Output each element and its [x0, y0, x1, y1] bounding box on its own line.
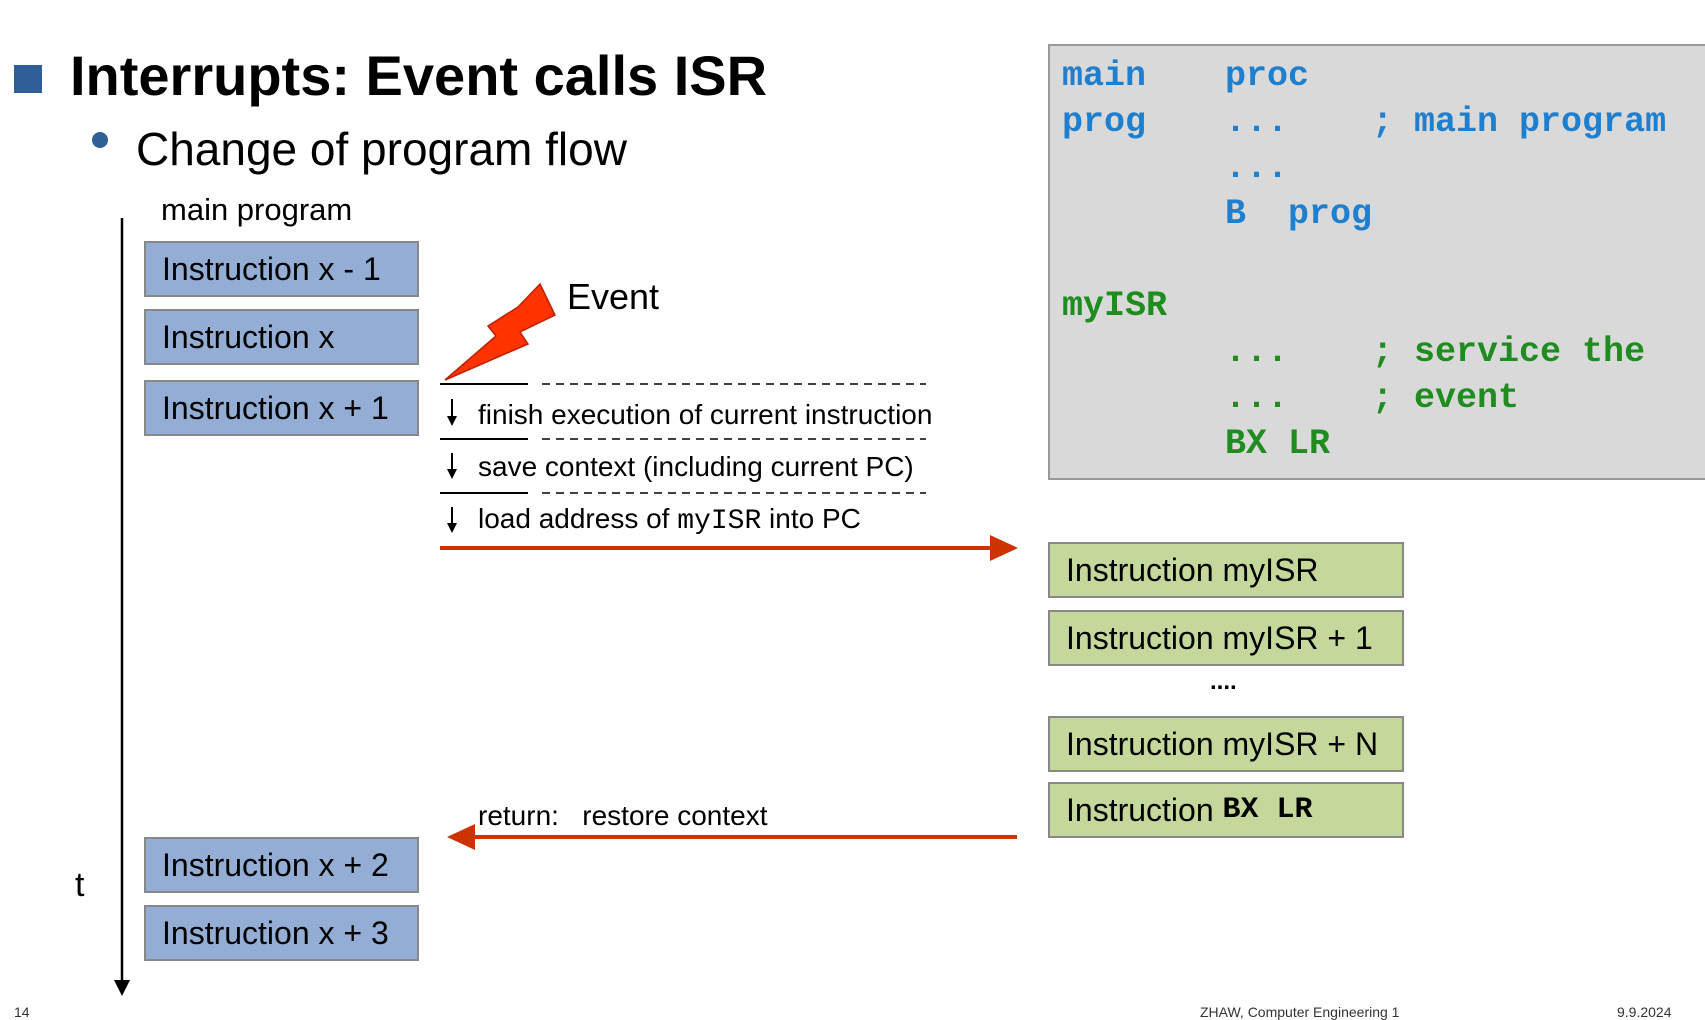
- isr-instruction-box: Instruction BX LR: [1048, 782, 1404, 838]
- footer-center-text: ZHAW, Computer Engineering 1: [1200, 1004, 1400, 1020]
- isr-instruction-label: Instruction myISR: [1066, 551, 1319, 588]
- code-isr-line2: ... ; event: [1225, 378, 1520, 418]
- code-prog-line: ... ; main program: [1225, 102, 1667, 142]
- time-label: t: [75, 866, 85, 904]
- return-arrowhead: [447, 824, 475, 850]
- step-down-arrow-3: [447, 507, 457, 533]
- step-save-context: save context (including current PC): [478, 451, 914, 482]
- code-isr-line1: ... ; service the: [1225, 332, 1646, 372]
- code-prog-label: prog: [1062, 102, 1147, 142]
- footer-page-number: 14: [14, 1004, 30, 1020]
- main-instruction-box: Instruction x + 1: [144, 380, 419, 436]
- isr-instruction-label: Instruction myISR + N: [1066, 725, 1379, 762]
- code-dots: ...: [1225, 148, 1289, 188]
- subtitle-bullet-dot: [92, 132, 108, 148]
- main-instruction-box: Instruction x - 1: [144, 241, 419, 297]
- main-instruction-box: Instruction x + 2: [144, 837, 419, 893]
- isr-instruction-label: Instruction: [1066, 791, 1214, 828]
- isr-ellipsis: ....: [1210, 668, 1237, 695]
- step-down-arrow-2: [447, 453, 457, 479]
- code-main-op: proc: [1225, 56, 1310, 96]
- footer-date: 9.9.2024: [1617, 1004, 1672, 1020]
- step-load-prefix: load address of: [478, 503, 670, 534]
- code-branch: B prog: [1225, 194, 1373, 234]
- isr-instruction-code: BX LR: [1222, 793, 1313, 827]
- step-finish-execution: finish execution of current instruction: [478, 399, 933, 430]
- main-instruction-label: Instruction x: [162, 318, 335, 355]
- main-instruction-label: Instruction x + 3: [162, 914, 389, 951]
- isr-instruction-box: Instruction myISR + N: [1048, 716, 1404, 772]
- event-label: Event: [567, 276, 660, 317]
- step-load-code: myISR: [677, 506, 762, 537]
- subtitle: Change of program flow: [136, 123, 627, 175]
- main-instruction-box: Instruction x + 3: [144, 905, 419, 961]
- main-instruction-box: Instruction x: [144, 309, 419, 365]
- main-instruction-label: Instruction x + 1: [162, 389, 389, 426]
- call-arrowhead: [990, 535, 1018, 561]
- event-lightning-bolt: [444, 282, 557, 381]
- isr-instruction-label: Instruction myISR + 1: [1066, 619, 1373, 656]
- return-text: restore context: [582, 800, 768, 831]
- page-title: Interrupts: Event calls ISR: [70, 44, 768, 107]
- step-load-suffix: into PC: [769, 503, 861, 534]
- step-down-arrow-1: [447, 399, 457, 426]
- main-program-label: main program: [161, 192, 353, 227]
- code-isr-return: BX LR: [1225, 424, 1331, 464]
- main-instruction-label: Instruction x - 1: [162, 250, 381, 287]
- step-load-address: load address of myISR into PC: [478, 503, 861, 537]
- isr-instruction-box: Instruction myISR + 1: [1048, 610, 1404, 666]
- code-main-label: main: [1062, 56, 1147, 96]
- code-isr-label: myISR: [1062, 286, 1168, 326]
- isr-instruction-box: Instruction myISR: [1048, 542, 1404, 598]
- time-axis-arrowhead: [114, 980, 130, 996]
- return-label: return: restore context: [478, 800, 767, 832]
- title-bullet-square: [14, 65, 42, 93]
- main-instruction-label: Instruction x + 2: [162, 846, 389, 883]
- return-prefix: return:: [478, 800, 559, 831]
- code-panel: [1048, 44, 1705, 480]
